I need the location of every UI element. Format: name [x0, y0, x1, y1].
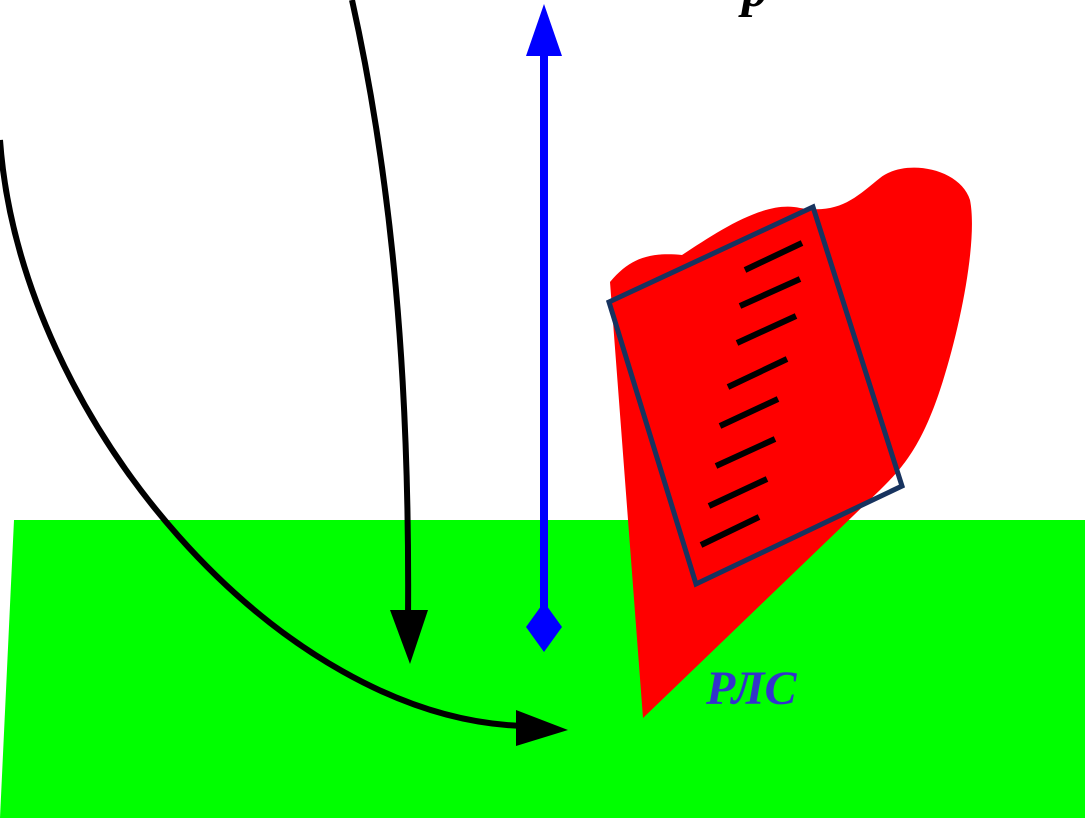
top-cut-label: р — [738, 0, 768, 18]
radar-label: РЛС — [705, 662, 798, 715]
blue-arrowhead-up — [526, 4, 562, 56]
